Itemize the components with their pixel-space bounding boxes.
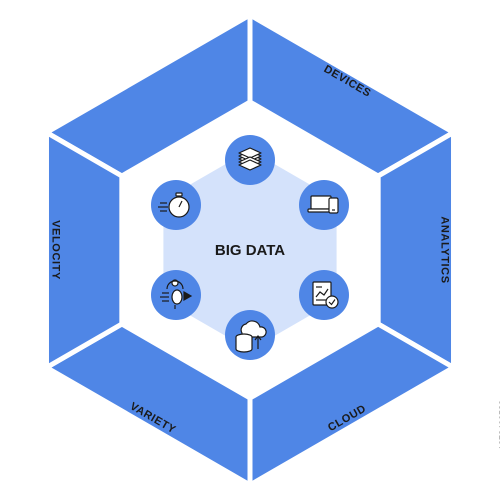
speed-stopwatch-icon (151, 180, 201, 230)
segment-velocity-label: VELOCITY (50, 220, 62, 280)
devices-icon (299, 180, 349, 230)
cloud-database-icon (225, 310, 275, 360)
segment-cloud (247, 321, 459, 490)
center-title: BIG DATA (215, 242, 285, 259)
outer-segments: VOLUMEDEVICESANALYTICSCLOUDVARIETYVELOCI… (41, 10, 459, 490)
inner-hexagon (163, 150, 337, 350)
segment-analytics-label: ANALYTICS (439, 216, 451, 283)
segment-velocity (43, 128, 125, 372)
variety-icon (151, 270, 201, 320)
layers-icon (225, 135, 275, 185)
analytics-report-icon (299, 270, 349, 320)
